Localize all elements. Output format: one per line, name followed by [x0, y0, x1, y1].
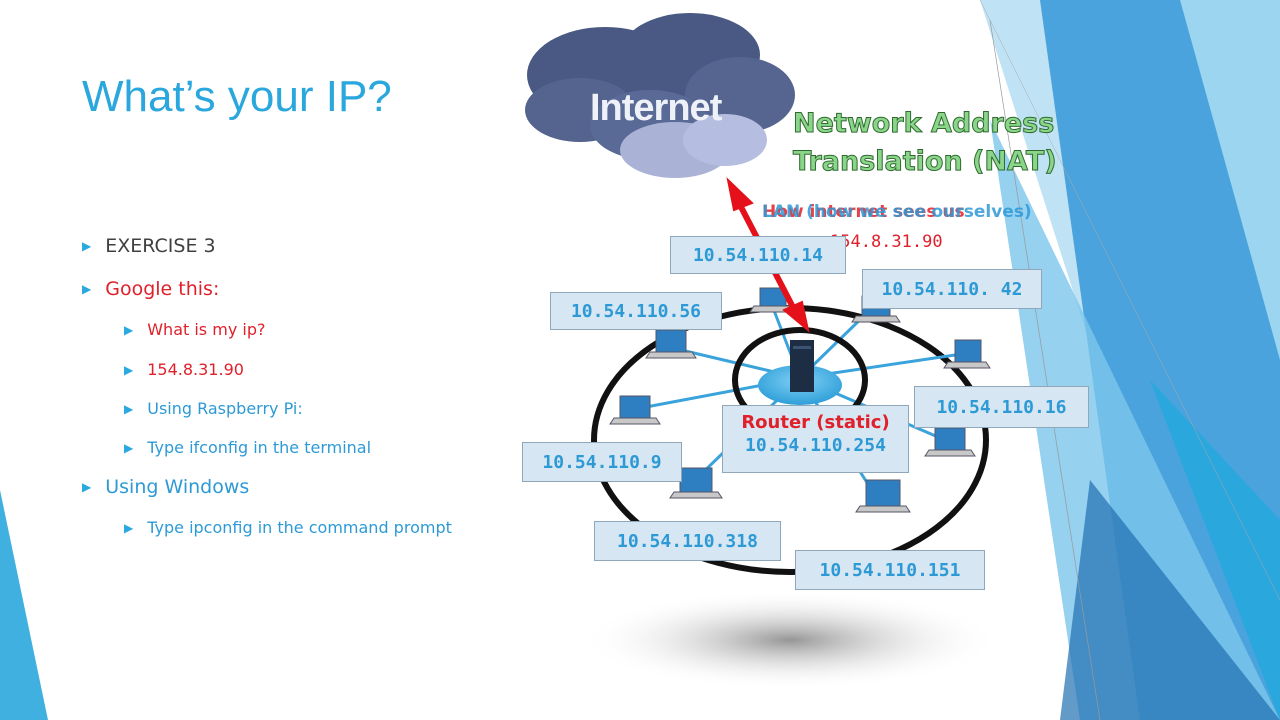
ip-box-9: 10.54.110.9 — [522, 442, 682, 482]
bullet-text: Google this: — [105, 278, 220, 300]
arrow-bullet-icon: ▶ — [124, 440, 134, 455]
arrow-bullet-icon: ▶ — [82, 480, 92, 494]
nat-title: Network Address Translation (NAT) — [793, 105, 1058, 181]
page-title: What’s your IP? — [82, 72, 392, 121]
bullet-ipconfig: ▶ Type ipconfig in the command prompt — [124, 518, 452, 537]
ip-box-14: 10.54.110.14 — [670, 236, 846, 274]
bullet-google: ▶ Google this: — [82, 278, 219, 300]
bullet-text: EXERCISE 3 — [105, 235, 216, 257]
bullet-raspberry: ▶ Using Raspberry Pi: — [124, 399, 303, 418]
laptop-icons — [609, 287, 991, 513]
ip-box-56: 10.54.110.56 — [550, 292, 722, 330]
ip-box-151: 10.54.110.151 — [795, 550, 985, 590]
arrow-bullet-icon: ▶ — [82, 282, 92, 296]
laptop-icon — [645, 329, 697, 359]
nat-title-line2: Translation (NAT) — [793, 146, 1058, 178]
ip-box-16: 10.54.110.16 — [914, 386, 1089, 428]
laptop-icon — [943, 339, 991, 369]
bullet-public-ip: ▶ 154.8.31.90 — [124, 360, 244, 379]
ip-box-318: 10.54.110.318 — [594, 521, 781, 561]
bullet-text: Type ifconfig in the terminal — [147, 438, 372, 457]
internet-cloud-icon — [525, 13, 795, 178]
bullet-what-is-my-ip: ▶ What is my ip? — [124, 320, 265, 339]
cloud-label: Internet — [590, 87, 723, 129]
arrow-bullet-icon: ▶ — [124, 362, 134, 377]
arrow-bullet-icon: ▶ — [124, 322, 134, 337]
how-internet-sees-label: How internet sees us — [762, 202, 965, 222]
arrow-bullet-icon: ▶ — [124, 401, 134, 416]
nat-title-line1: Network Address — [793, 108, 1055, 140]
bullet-text: Type ipconfig in the command prompt — [147, 518, 452, 537]
ip-box-42: 10.54.110. 42 — [862, 269, 1042, 309]
public-ip-label: 154.8.31.90 — [830, 232, 943, 252]
laptop-icon — [609, 395, 661, 425]
bullet-windows: ▶ Using Windows — [82, 476, 249, 498]
lan-label: LAN (how we see ourselves) — [762, 202, 1032, 222]
bullet-ifconfig: ▶ Type ifconfig in the terminal — [124, 438, 371, 457]
laptop-icon — [855, 479, 911, 513]
bullet-exercise: ▶ EXERCISE 3 — [82, 235, 216, 257]
router-ip: 10.54.110.254 — [745, 435, 886, 456]
bullet-text: 154.8.31.90 — [147, 360, 244, 379]
router-label: Router (static) — [741, 412, 890, 433]
laptop-icon — [924, 427, 976, 457]
arrow-bullet-icon: ▶ — [124, 520, 134, 535]
bullet-text: Using Raspberry Pi: — [147, 399, 303, 418]
bullet-text: What is my ip? — [147, 320, 266, 339]
arrow-bullet-icon: ▶ — [82, 239, 92, 253]
bullet-text: Using Windows — [105, 476, 250, 498]
router-box: Router (static) 10.54.110.254 — [722, 405, 909, 473]
